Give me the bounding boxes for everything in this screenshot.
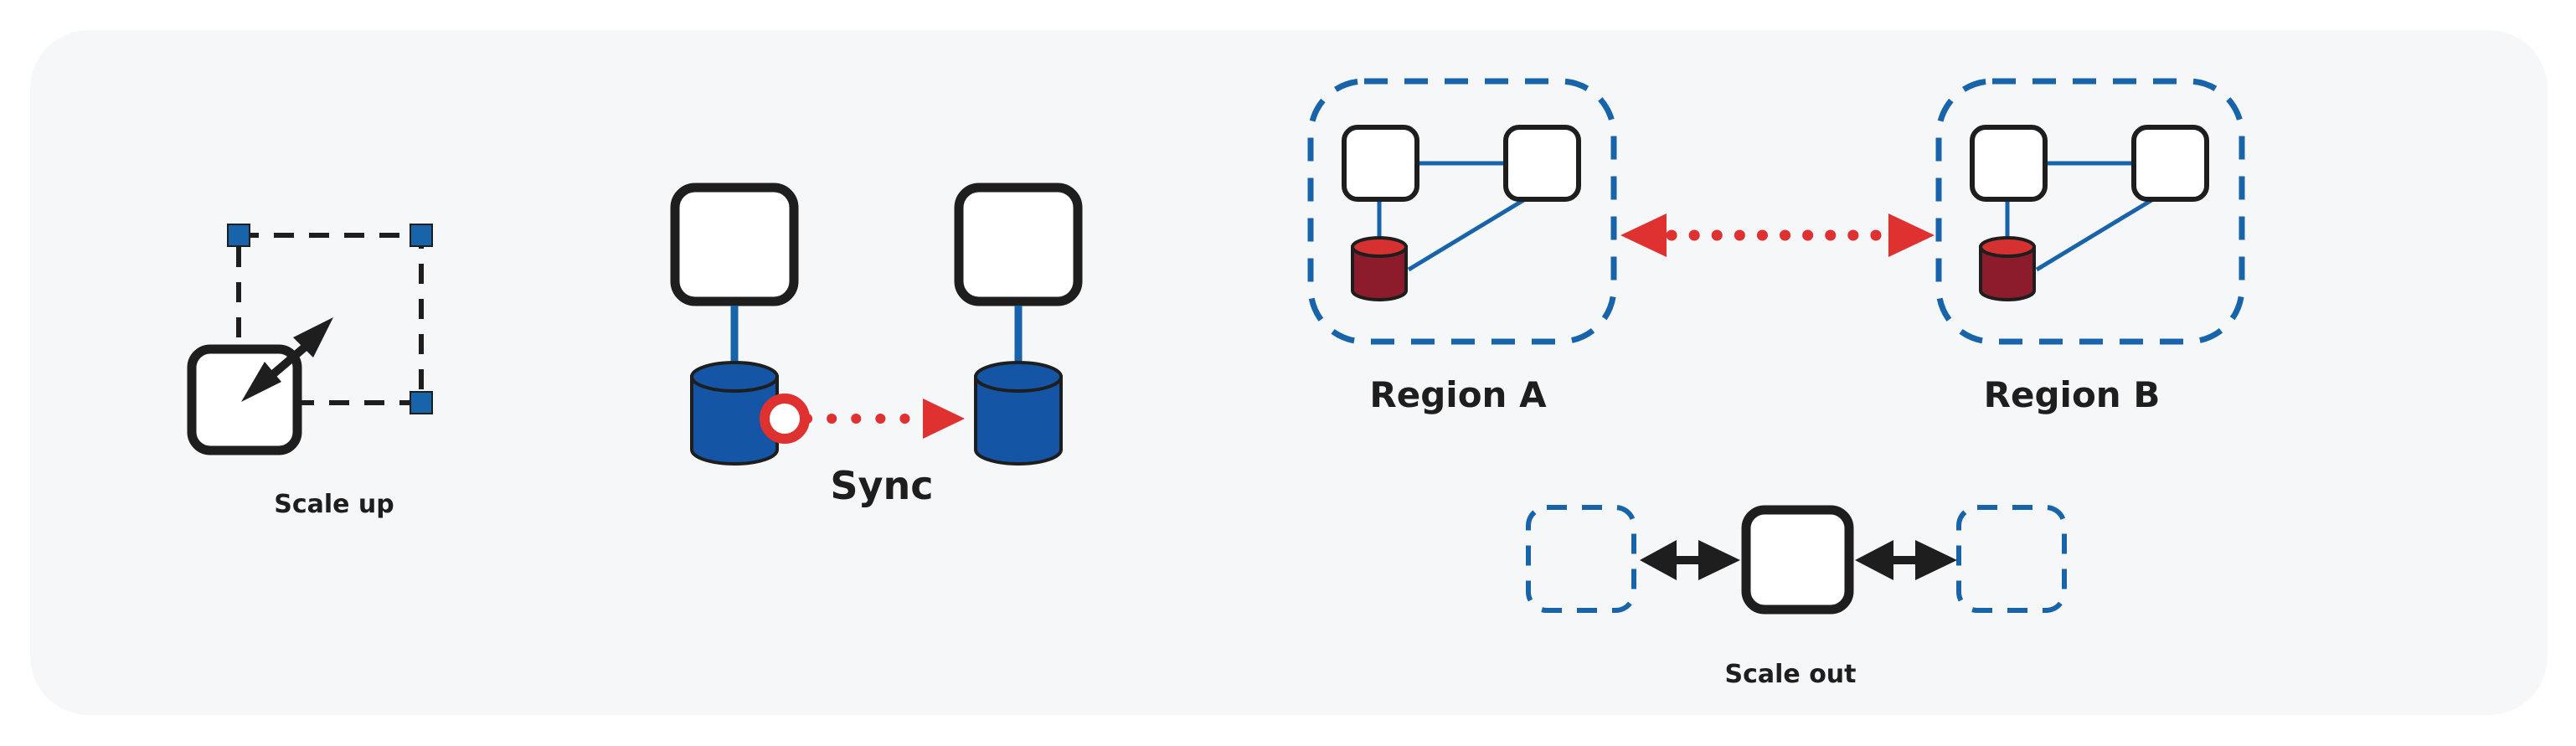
region-b-database: [1979, 236, 2036, 301]
region-b-label: Region B: [1984, 374, 2161, 415]
region-a-label: Region A: [1369, 374, 1547, 415]
region-b-boundary: [1935, 78, 2245, 345]
sync-source-ring: [760, 394, 810, 444]
scale-out-group: Scale out: [1526, 505, 2067, 689]
sync-group: Sync: [670, 183, 1083, 508]
scale-out-arrow-left: [1640, 540, 1740, 580]
scale-up-label: Scale up: [274, 490, 394, 519]
scale-out-label: Scale out: [1724, 660, 1856, 689]
region-a-link-diagonal: [1407, 197, 1527, 272]
scale-up-dashed-bounds: [236, 233, 424, 405]
resize-handle-bottom-right: [410, 391, 433, 414]
sync-node-left: [670, 183, 799, 306]
region-a-database: [1351, 236, 1408, 301]
scale-out-placeholder-left: [1526, 505, 1636, 613]
replication-arrowhead-left: [1620, 214, 1667, 257]
database-right: [974, 361, 1063, 466]
replication-arrowhead-right: [1888, 214, 1935, 257]
database-left: [690, 361, 779, 466]
sync-label: Sync: [830, 463, 933, 508]
scale-up-group: Scale up: [187, 224, 433, 519]
scale-out-arrow-right: [1855, 540, 1957, 580]
region-b-group: Region B: [1935, 78, 2245, 415]
sync-node-right: [954, 183, 1083, 306]
cross-region-replication: [1620, 214, 1935, 257]
region-b-node-1: [1970, 125, 2048, 202]
region-a-boundary: [1307, 78, 1617, 345]
region-a-group: Region A: [1307, 78, 1617, 415]
region-b-node-2: [2131, 125, 2209, 202]
region-a-node-1: [1342, 125, 1419, 202]
scale-out-node: [1741, 505, 1854, 615]
scale-out-placeholder-right: [1956, 505, 2067, 613]
diagonal-resize-arrow: [241, 317, 333, 402]
resize-handle-top-left: [227, 224, 250, 247]
resize-handle-top-right: [410, 224, 433, 247]
sync-arrowhead: [923, 399, 965, 439]
region-a-node-2: [1503, 125, 1581, 202]
region-b-link-diagonal: [2035, 197, 2155, 272]
